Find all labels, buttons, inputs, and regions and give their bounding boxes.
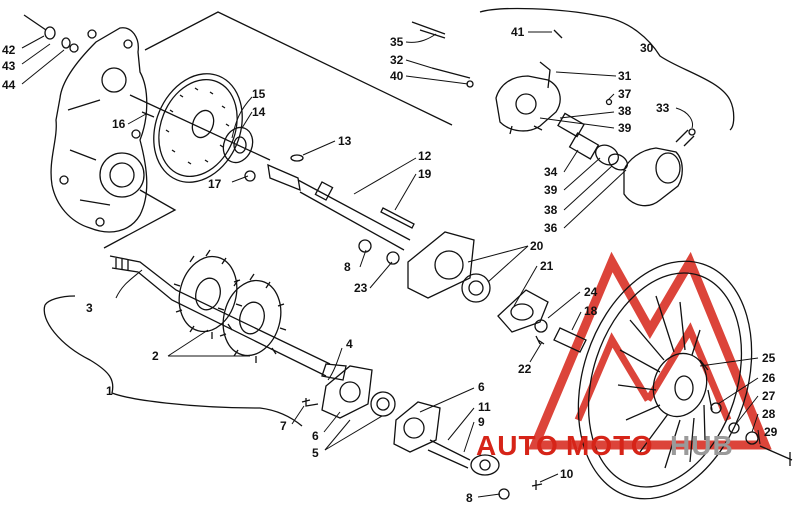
callout-25: 25 bbox=[762, 351, 776, 365]
callout-20: 20 bbox=[530, 239, 544, 253]
callout-37: 37 bbox=[618, 87, 632, 101]
callout-13: 13 bbox=[338, 134, 352, 148]
callout-11: 11 bbox=[478, 400, 491, 414]
callout-4: 4 bbox=[346, 337, 353, 351]
callout-7: 7 bbox=[280, 419, 287, 433]
callout-12: 12 bbox=[418, 149, 432, 163]
pin-35 bbox=[411, 21, 446, 39]
callout-38-upper: 38 bbox=[618, 104, 632, 118]
nut-17 bbox=[244, 170, 256, 182]
group-bracket-line bbox=[43, 304, 303, 427]
callout-16: 16 bbox=[112, 117, 126, 131]
watermark-moto: MOTO bbox=[566, 430, 653, 461]
callout-35: 35 bbox=[390, 35, 404, 49]
bolt-16 bbox=[141, 111, 155, 118]
callout-36: 36 bbox=[544, 221, 558, 235]
callout-18: 18 bbox=[584, 304, 598, 318]
callout-19: 19 bbox=[418, 167, 432, 181]
callout-14: 14 bbox=[252, 105, 266, 119]
plug-41 bbox=[553, 29, 563, 39]
bolt-42 bbox=[23, 14, 47, 31]
group-bracket-line bbox=[144, 11, 453, 126]
callout-17: 17 bbox=[208, 177, 222, 191]
callout-30: 30 bbox=[640, 41, 654, 55]
callout-42: 42 bbox=[2, 43, 16, 57]
callout-27: 27 bbox=[762, 389, 776, 403]
callout-33: 33 bbox=[656, 101, 670, 115]
callout-32: 32 bbox=[390, 53, 404, 67]
watermark-text: AUTO MOTO HUB bbox=[476, 430, 734, 461]
callout-39-lower: 39 bbox=[544, 183, 558, 197]
callout-38-lower: 38 bbox=[544, 203, 558, 217]
callout-5: 5 bbox=[312, 446, 319, 460]
watermark-logo bbox=[528, 251, 772, 450]
assembly-outlines bbox=[23, 7, 793, 500]
callout-6-upper: 6 bbox=[478, 380, 485, 394]
callout-41: 41 bbox=[511, 25, 525, 39]
watermark-auto: AUTO bbox=[476, 430, 559, 461]
callout-44: 44 bbox=[2, 78, 16, 92]
bolt-32 bbox=[431, 67, 471, 79]
callout-43: 43 bbox=[2, 59, 16, 73]
chaincase-housing bbox=[50, 27, 148, 233]
callout-29: 29 bbox=[764, 425, 778, 439]
callout-labels: 42 43 44 16 15 14 17 13 12 19 8 23 20 21… bbox=[2, 25, 778, 505]
callout-8-upper: 8 bbox=[344, 260, 351, 274]
callout-31: 31 bbox=[618, 69, 632, 83]
driven-pulley bbox=[577, 260, 793, 500]
callout-1: 1 bbox=[106, 384, 113, 398]
watermark-hub: HUB bbox=[670, 430, 734, 461]
callout-28: 28 bbox=[762, 407, 776, 421]
callout-22: 22 bbox=[518, 362, 532, 376]
callout-21: 21 bbox=[540, 259, 554, 273]
callout-39-upper: 39 bbox=[618, 121, 632, 135]
callout-15: 15 bbox=[252, 87, 266, 101]
axis-line bbox=[129, 94, 271, 161]
callout-24: 24 bbox=[584, 285, 598, 299]
shaft-spline bbox=[267, 163, 301, 192]
callout-40: 40 bbox=[390, 69, 404, 83]
callout-2: 2 bbox=[152, 349, 159, 363]
leader-lines bbox=[21, 31, 761, 498]
bearing-retainer bbox=[497, 289, 549, 333]
bearing-flange bbox=[407, 231, 475, 299]
callout-8-lower: 8 bbox=[466, 491, 473, 505]
callout-10: 10 bbox=[560, 467, 574, 481]
axle-bearing-flange bbox=[321, 365, 373, 419]
callout-9: 9 bbox=[478, 415, 485, 429]
axle-end-cap bbox=[470, 454, 500, 476]
brake-caliper bbox=[495, 61, 696, 207]
group-bracket-line bbox=[103, 189, 177, 249]
brake-disc bbox=[153, 73, 243, 183]
drive-sprockets bbox=[173, 249, 287, 363]
callout-26: 26 bbox=[762, 371, 776, 385]
outer-bearing-flange bbox=[393, 401, 441, 453]
callout-34: 34 bbox=[544, 165, 558, 179]
callout-3: 3 bbox=[86, 301, 93, 315]
callout-23: 23 bbox=[354, 281, 368, 295]
callout-6-lower: 6 bbox=[312, 429, 319, 443]
drive-axle bbox=[109, 255, 347, 381]
